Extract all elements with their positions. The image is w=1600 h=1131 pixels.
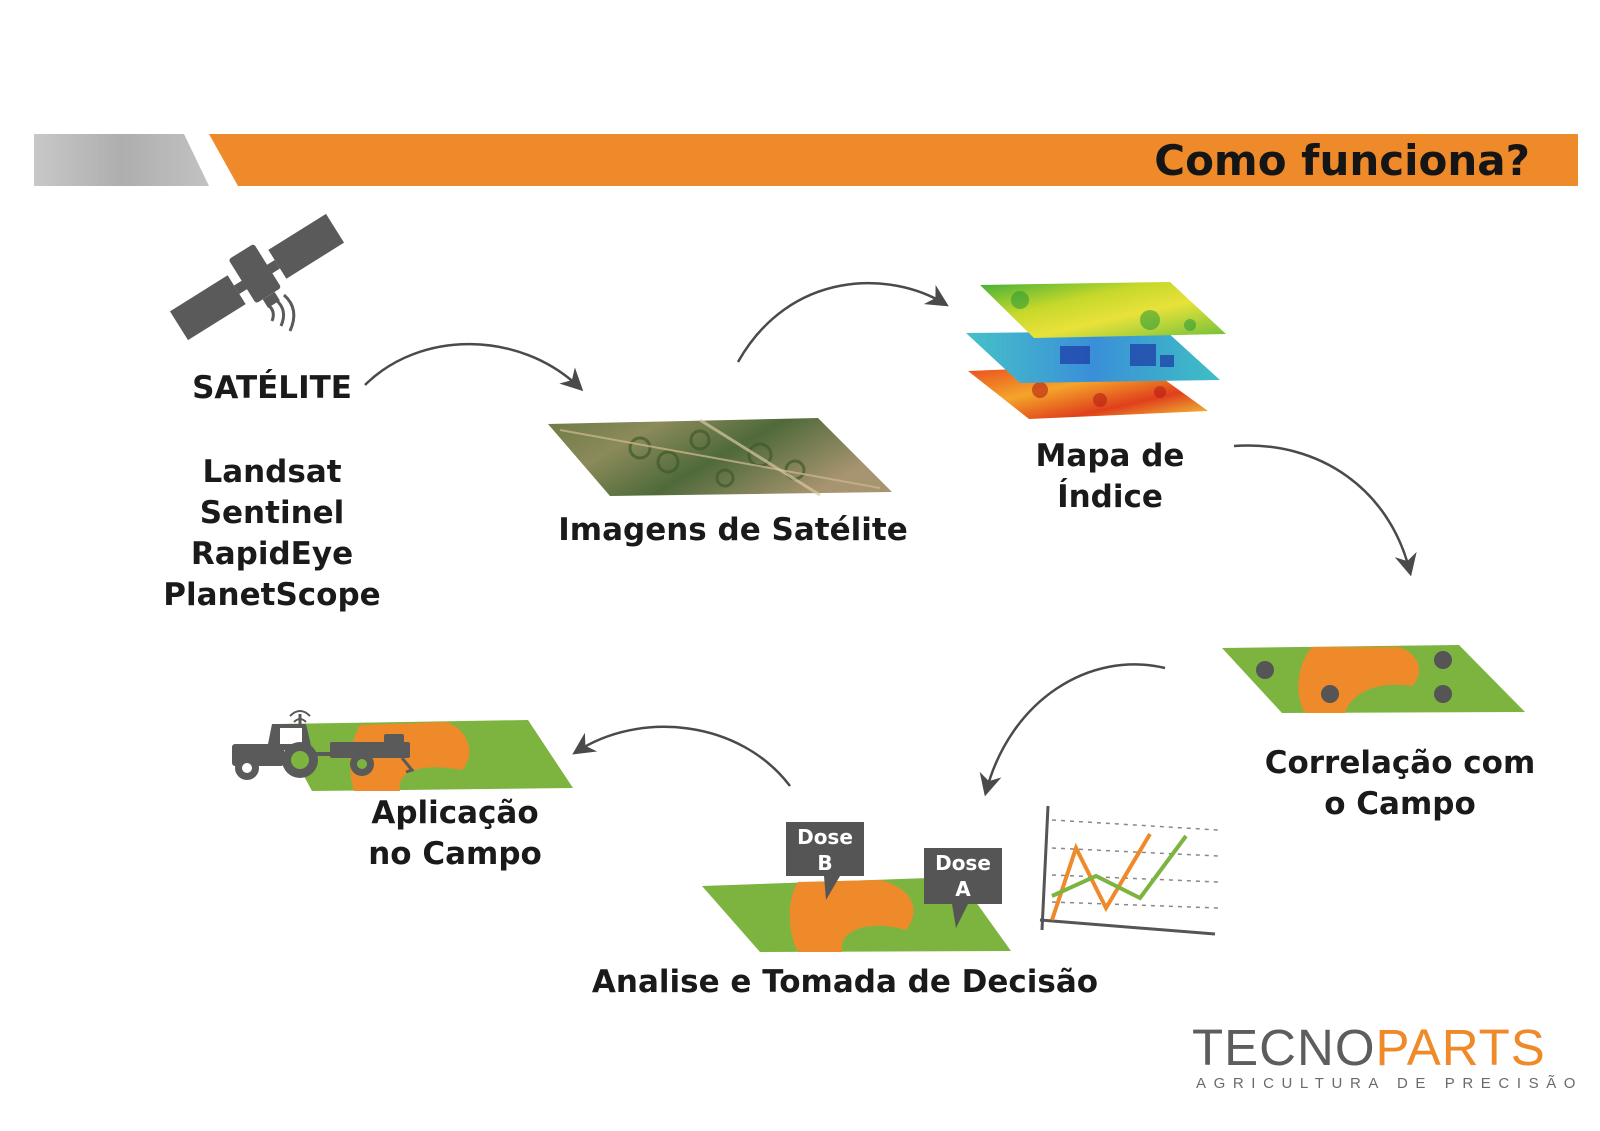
- correlation-field-icon: [1222, 645, 1525, 713]
- banner-gray-block: [34, 134, 209, 186]
- sample-point: [1434, 685, 1452, 703]
- flow-arrow-icon: [979, 663, 1166, 797]
- application-label-line1: Aplicação: [371, 795, 539, 831]
- correlation-label-line1: Correlação com: [1264, 745, 1536, 781]
- line-chart-icon: [1039, 805, 1219, 936]
- index-map-layers-icon: [966, 282, 1226, 419]
- dose-b-callout: [786, 822, 864, 900]
- brand-tagline: AGRICULTURA DE PRECISÃO: [1196, 1075, 1584, 1092]
- dose-b-label: Dose B: [786, 824, 864, 876]
- dose-b-letter: B: [817, 851, 833, 875]
- satellite-label: SATÉLITE: [192, 370, 352, 406]
- header-banner: [34, 134, 1578, 186]
- satellite-source-landsat: Landsat: [202, 454, 342, 490]
- satellite-icon: [169, 213, 345, 341]
- page-title: Como funciona?: [1154, 136, 1530, 185]
- dose-b-word: Dose: [797, 825, 853, 849]
- satellite-source-planetscope: PlanetScope: [163, 577, 381, 613]
- flow-arrow-icon: [1233, 444, 1417, 577]
- tractor-icon: [232, 710, 415, 780]
- index-map-label-line2: Índice: [1057, 479, 1163, 515]
- dose-a-callout: [924, 848, 1002, 928]
- sample-point: [1434, 651, 1452, 669]
- flow-arrow-icon: [572, 725, 791, 787]
- correlation-label-line2: o Campo: [1324, 786, 1476, 822]
- dose-a-letter: A: [955, 877, 971, 901]
- brand-logo: TECNOPARTS: [1192, 1020, 1546, 1076]
- banner-orange-bar: [209, 134, 1578, 186]
- brand-name-part2: PARTS: [1375, 1019, 1546, 1076]
- satellite-image-icon: [548, 418, 892, 497]
- index-map-label-line1: Mapa de: [1035, 438, 1185, 474]
- brand-name-part1: TECNO: [1192, 1019, 1376, 1076]
- flow-arrow-icon: [736, 282, 949, 363]
- images-label: Imagens de Satélite: [558, 512, 908, 548]
- satellite-source-rapideye: RapidEye: [190, 536, 354, 572]
- dose-a-word: Dose: [935, 851, 991, 875]
- analysis-label: Analise e Tomada de Decisão: [591, 964, 1099, 1000]
- sample-point: [1321, 685, 1339, 703]
- decision-field-icon: [702, 822, 1011, 952]
- sample-point: [1256, 661, 1274, 679]
- flow-arrow-icon: [364, 342, 584, 392]
- dose-a-label: Dose A: [924, 850, 1002, 902]
- application-label-line2: no Campo: [368, 836, 542, 872]
- satellite-source-sentinel: Sentinel: [199, 495, 345, 531]
